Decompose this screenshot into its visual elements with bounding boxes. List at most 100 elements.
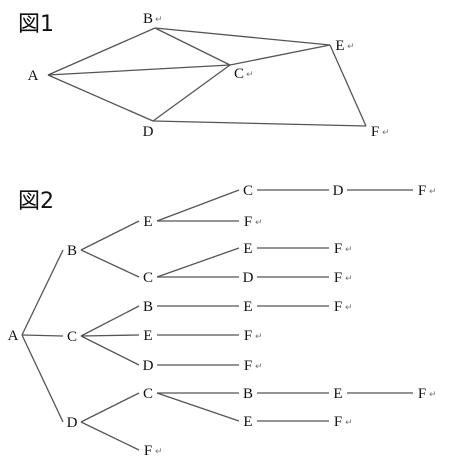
tree-edge-r-0-1 — [80, 249, 140, 278]
node-F: F↵ — [371, 124, 390, 140]
figure1-label: 図1 — [18, 12, 54, 37]
tree-node-r-1-0-label: B — [143, 299, 153, 315]
tree-node-r-0-1-1-0-label: F — [334, 270, 342, 286]
tree-node-r-1-2: D — [143, 358, 154, 374]
tree-node-r-2: D — [67, 415, 78, 431]
tree-node-r-0-1-0-0-label: F — [334, 241, 342, 257]
node-E-return-mark: ↵ — [347, 42, 355, 52]
tree-node-r-2-0-0: B — [243, 386, 253, 402]
edge-E-F — [329, 44, 367, 127]
tree-node-r-2-0-0-label: B — [243, 386, 253, 402]
tree-node-r-1-0-0-0: F↵ — [334, 299, 353, 315]
tree-node-r-2-0-1-0-return-mark: ↵ — [345, 418, 353, 428]
tree-node-r-0-1: C — [143, 270, 153, 286]
tree-node-r-0-1-0: E — [243, 241, 252, 257]
tree-node-r-0-1-0-label: E — [243, 241, 252, 257]
tree-node-r-1-1-0-label: F — [244, 328, 252, 344]
tree-edge-r-0-0 — [80, 220, 140, 251]
tree-node-r-1-0-0-label: E — [243, 299, 252, 315]
tree-edge-r-2-1 — [80, 421, 140, 451]
node-E: E↵ — [335, 38, 354, 54]
tree-node-r-0-0: E — [143, 214, 152, 230]
tree-node-r-0-0-label: E — [143, 214, 152, 230]
tree-node-r-2-0-0-0-label: E — [333, 386, 342, 402]
tree-node-r-0-0-1-label: F — [244, 214, 252, 230]
tree-node-r-2-0-label: C — [143, 386, 153, 402]
node-B: B↵ — [143, 11, 163, 27]
node-D-label: D — [143, 124, 154, 140]
tree-node-r-1-0-0: E — [243, 299, 252, 315]
tree-node-r-1-0-0-0-return-mark: ↵ — [345, 303, 353, 313]
tree-node-r-0-label: B — [67, 243, 77, 259]
tree-edge-r-1-2 — [80, 335, 140, 366]
tree-node-r-1: C — [67, 329, 77, 345]
figure2-label: 図2 — [18, 189, 54, 214]
tree-node-r-0-0-0: C — [243, 183, 253, 199]
tree-node-r-0: B — [67, 243, 77, 259]
node-A: A — [28, 68, 39, 84]
tree-node-r-1-label: C — [67, 329, 77, 345]
tree-node-r-0-0-0-0-0-return-mark: ↵ — [429, 187, 437, 197]
node-C-return-mark: ↵ — [246, 70, 254, 80]
node-C-label: C — [234, 66, 244, 82]
tree-node-r-2-0-0-0-0-label: F — [418, 386, 426, 402]
tree-node-r-1-1-0: F↵ — [244, 328, 263, 344]
tree-node-r-2-1-return-mark: ↵ — [155, 447, 163, 457]
tree-node-r-2-1-label: F — [144, 443, 152, 459]
tree-node-r-2-0-1: E — [243, 414, 252, 430]
tree-node-r-1-0-0-0-label: F — [334, 299, 342, 315]
tree-node-r-2-0-1-0: F↵ — [334, 414, 353, 430]
tree-node-r-1-1-label: E — [143, 328, 152, 344]
node-C: C↵ — [234, 66, 254, 82]
tree-node-r-1-2-0-label: F — [244, 358, 252, 374]
node-B-return-mark: ↵ — [155, 15, 163, 25]
tree-node-r-1-1-0-return-mark: ↵ — [255, 332, 263, 342]
node-F-label: F — [371, 124, 379, 140]
tree-node-r-2-0: C — [143, 386, 153, 402]
tree-node-r-0-0-0-0: D — [333, 183, 344, 199]
edge-C-E — [229, 44, 331, 66]
edge-B-C — [154, 27, 231, 66]
tree-edge-r-0 — [21, 249, 64, 336]
tree-edge-r-1 — [21, 334, 64, 337]
tree-node-r-1-1: E — [143, 328, 152, 344]
edge-A-D — [47, 74, 154, 122]
node-E-label: E — [335, 38, 344, 54]
tree-node-r-0-0-1-return-mark: ↵ — [255, 218, 263, 228]
tree-node-r-2-label: D — [67, 415, 78, 431]
tree-edge-r-2 — [21, 334, 64, 423]
edge-D-F — [152, 120, 367, 127]
tree-node-r-0-1-1-0: F↵ — [334, 270, 353, 286]
edge-C-D — [152, 64, 231, 122]
tree-node-r-0-0-0-0-0-label: F — [418, 183, 426, 199]
tree-node-r-2-0-0-0-0: F↵ — [418, 386, 437, 402]
tree-node-r-label: A — [8, 328, 19, 344]
tree-node-r-2-0-1-label: E — [243, 414, 252, 430]
tree-node-r-0-0-0-0-0: F↵ — [418, 183, 437, 199]
tree-node-r-1-0: B — [143, 299, 153, 315]
tree-node-r-0-1-1-0-return-mark: ↵ — [345, 274, 353, 284]
tree-edge-r-1-0 — [80, 305, 140, 337]
tree-node-r-0-1-0-0: F↵ — [334, 241, 353, 257]
tree-edge-r-1-1 — [80, 334, 140, 337]
tree-node-r-0-0-1: F↵ — [244, 214, 263, 230]
figure1-edges — [47, 27, 367, 127]
tree-node-r-0-1-1: D — [243, 270, 254, 286]
node-A-label: A — [28, 68, 39, 84]
tree-edge-r-0-0-0 — [156, 189, 240, 222]
tree-node-r-2-0-0-0: E — [333, 386, 342, 402]
tree-edge-r-2-0-1 — [156, 392, 240, 422]
tree-edge-r-0-1-0 — [156, 247, 240, 278]
tree-node-r-0-0-0-0-label: D — [333, 183, 344, 199]
tree-edge-r-2-0 — [80, 392, 140, 423]
node-D: D — [143, 124, 154, 140]
edge-B-E — [154, 27, 331, 46]
tree-node-r-0-0-0-label: C — [243, 183, 253, 199]
tree-node-r-1-2-label: D — [143, 358, 154, 374]
tree-node-r-2-0-0-0-0-return-mark: ↵ — [429, 390, 437, 400]
tree-node-r-2-0-1-0-label: F — [334, 414, 342, 430]
tree-node-r: A — [8, 328, 19, 344]
tree-node-r-0-1-0-0-return-mark: ↵ — [345, 245, 353, 255]
